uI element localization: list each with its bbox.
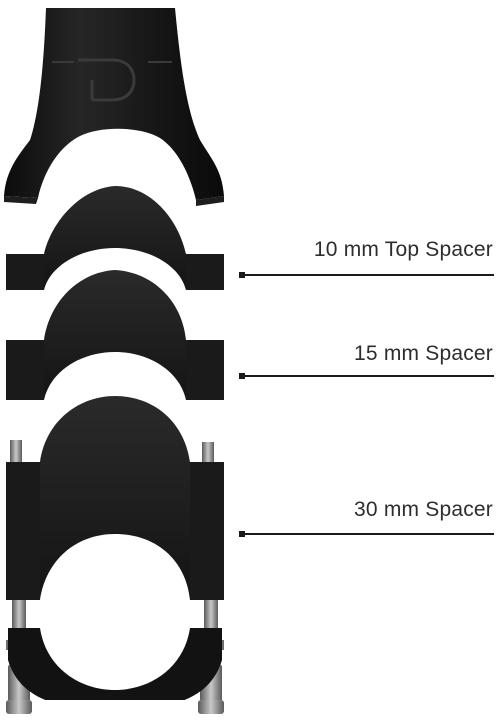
spacer-30mm bbox=[6, 396, 224, 600]
callout-label-30mm-spacer: 30 mm Spacer bbox=[354, 498, 493, 521]
callout-label-top-spacer: 10 mm Top Spacer bbox=[313, 238, 493, 261]
callout-leader-30mm-spacer bbox=[244, 533, 494, 535]
top-spacer-10mm bbox=[6, 186, 224, 290]
callout-dot-30mm-spacer bbox=[239, 531, 245, 537]
top-cap bbox=[4, 8, 224, 206]
callout-leader-top-spacer bbox=[244, 274, 494, 276]
callout-dot-15mm-spacer bbox=[239, 373, 245, 379]
lower-clamp bbox=[0, 628, 230, 720]
callout-leader-15mm-spacer bbox=[244, 375, 494, 377]
brand-logo-icon bbox=[52, 58, 172, 102]
callout-label-15mm-spacer: 15 mm Spacer bbox=[354, 342, 493, 365]
callout-dot-top-spacer bbox=[239, 272, 245, 278]
spacer-15mm bbox=[6, 270, 224, 400]
